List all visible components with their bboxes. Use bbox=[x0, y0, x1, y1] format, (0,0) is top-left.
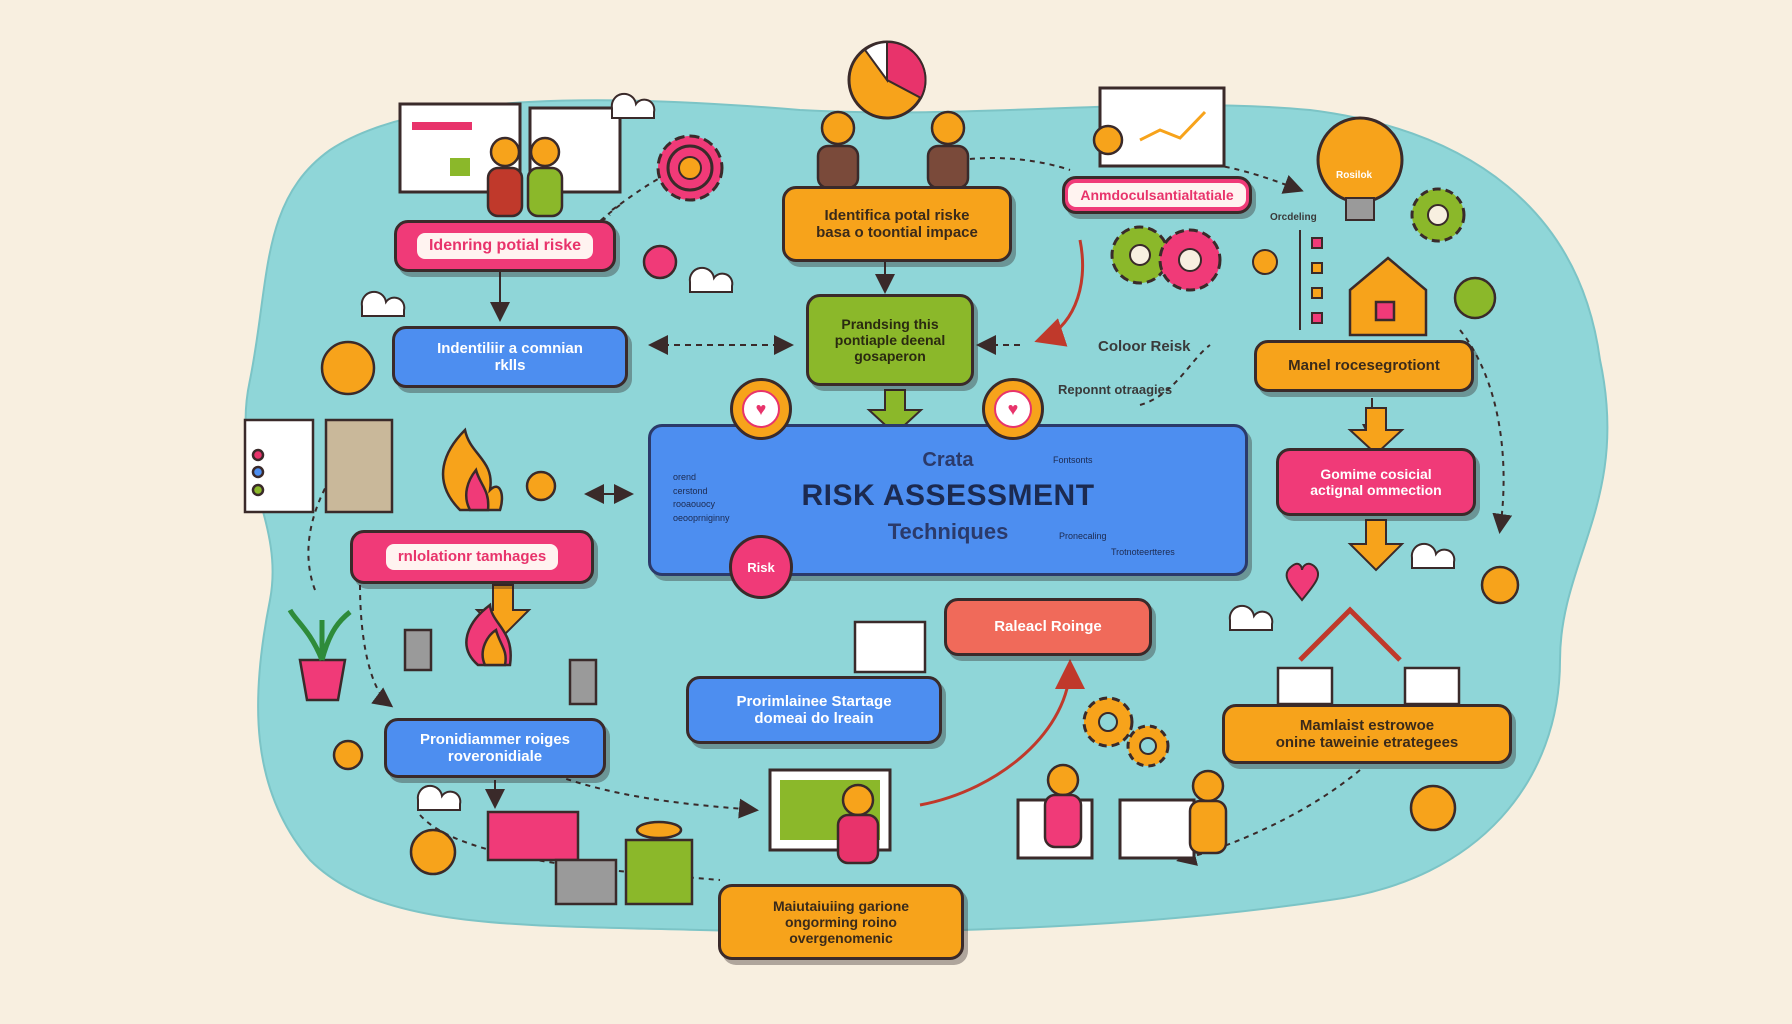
gear-icon bbox=[656, 134, 724, 202]
target-icon bbox=[320, 340, 376, 396]
node-label-line1: Prorimlainee Startage bbox=[736, 692, 892, 710]
heart-icon bbox=[1285, 562, 1320, 602]
warning-icon bbox=[332, 739, 364, 771]
mini-chart-icon bbox=[1252, 230, 1323, 330]
node-identifying-potential-risks[interactable]: Idenring potial riske bbox=[394, 220, 616, 272]
cloud-icon bbox=[360, 92, 1456, 811]
coins-icon bbox=[403, 628, 694, 906]
node-label-line3: overgenomenic bbox=[789, 930, 893, 947]
heart-icon: ♥ bbox=[994, 390, 1032, 428]
center-line1: Crata bbox=[922, 449, 974, 471]
heart-badge-icon bbox=[642, 244, 678, 280]
node-relational-techniques[interactable]: rnlolationr tamhages bbox=[350, 530, 594, 584]
center-risk-assessment-box[interactable]: Crata RISK ASSESSMENT Techniques orend c… bbox=[648, 424, 1248, 599]
node-label-line2: actignal ommection bbox=[1310, 482, 1442, 498]
node-combine-controls[interactable]: Gomime cosicial actignal ommection bbox=[1276, 448, 1476, 516]
node-label: Raleacl Roinge bbox=[994, 618, 1102, 636]
node-label: Anmdoculsantialtatiale bbox=[1068, 182, 1246, 208]
heart-icon: ♥ bbox=[742, 390, 780, 428]
center-subtitle: Techniques bbox=[887, 519, 1009, 544]
node-management-reassignment[interactable]: Manel rocesegrotiont bbox=[1254, 340, 1474, 392]
node-label: Manel rocesegrotiont bbox=[1288, 357, 1440, 375]
plant-icon bbox=[287, 608, 352, 702]
node-label-line2: rklls bbox=[494, 357, 526, 374]
gear-icon bbox=[1082, 696, 1134, 748]
heart-badge-left: ♥ bbox=[730, 378, 792, 440]
label-report-strategies: Reponnt otraagies bbox=[1058, 382, 1173, 397]
node-prioritizing[interactable]: Prandsing this pontiaple deenal gosapero… bbox=[806, 294, 974, 386]
label-colour-risk: Coloor Reisk bbox=[1098, 338, 1191, 355]
red-connectors bbox=[919, 239, 1085, 807]
node-monitoring[interactable]: Maiutaiuiing garione ongorming roino ove… bbox=[718, 884, 964, 960]
node-label: rnlolationr tamhages bbox=[385, 544, 559, 570]
monitor-icon bbox=[1098, 86, 1226, 168]
node-label-line1: Pronidiammer roiges bbox=[419, 730, 571, 748]
house-icon bbox=[1298, 256, 1428, 662]
document-icon bbox=[243, 418, 1461, 862]
center-side-text-top: Fontsonts bbox=[1053, 455, 1093, 465]
center-title: RISK ASSESSMENT bbox=[801, 479, 1095, 512]
center-side-text-bottom2: Trotnoteertteres bbox=[1111, 547, 1175, 557]
node-label-line2: roveronidiale bbox=[447, 748, 543, 765]
heart-badge-right: ♥ bbox=[982, 378, 1044, 440]
node-label-line1: Prandsing this bbox=[841, 315, 939, 332]
node-label-line1: Gomime cosicial bbox=[1320, 465, 1432, 482]
lightbulb-icon bbox=[1316, 116, 1404, 221]
node-label-line2: domeai do lreain bbox=[754, 710, 874, 727]
check-icon bbox=[1480, 565, 1520, 605]
node-identify-common-risks[interactable]: Indentiliir a comnian rklls bbox=[392, 326, 628, 388]
node-label-line3: gosaperon bbox=[854, 348, 926, 365]
center-side-text: orend cerstond rooaouocy oeooprniginny bbox=[673, 472, 730, 523]
risk-badge: Risk bbox=[729, 535, 793, 599]
node-label-line1: Indentiliir a comnian bbox=[437, 339, 583, 357]
node-label-line2: basa o toontial impace bbox=[816, 224, 978, 241]
node-prioritize-risks[interactable]: Pronidiammer roiges roveronidiale bbox=[384, 718, 606, 778]
leaf-icon bbox=[1453, 276, 1497, 320]
label-bulb: Rosilok bbox=[1336, 170, 1373, 181]
fire-icon bbox=[441, 427, 512, 667]
refresh-icon bbox=[409, 828, 457, 876]
flow-arrows bbox=[474, 389, 1405, 638]
node-label-line2: ongorming roino bbox=[785, 913, 897, 930]
node-label-line2: pontiaple deenal bbox=[834, 331, 946, 348]
node-maintain-strategies[interactable]: Mamlaist estrowoe onine taweinie etrateg… bbox=[1222, 704, 1512, 764]
target-icon bbox=[1409, 784, 1457, 832]
node-prioritize-strategies[interactable]: Prorimlainee Startage domeai do lreain bbox=[686, 676, 942, 744]
pie-chart-icon bbox=[847, 40, 927, 120]
node-annual-consultations[interactable]: Anmdoculsantialtatiale bbox=[1062, 176, 1252, 214]
gear-icon bbox=[1126, 724, 1170, 768]
node-release-ratings[interactable]: Raleacl Roinge bbox=[944, 598, 1152, 656]
node-identify-potential-risks-top[interactable]: Identifica potal riske basa o toontial i… bbox=[782, 186, 1012, 262]
center-side-text-bottom: Pronecaling bbox=[1059, 531, 1107, 541]
node-label: Idenring potial riske bbox=[416, 232, 594, 260]
gear-icon bbox=[1158, 228, 1222, 292]
node-label-line2: onine taweinie etrategees bbox=[1275, 734, 1459, 751]
label-ordering: Orcdeling bbox=[1270, 212, 1317, 223]
node-label-line1: Maiutaiuiing garione bbox=[772, 897, 910, 914]
gear-icon bbox=[1110, 225, 1170, 285]
node-label-line1: Mamlaist estrowoe bbox=[1299, 716, 1435, 734]
node-label-line1: Identifica potal riske bbox=[824, 206, 970, 224]
gear-icon bbox=[1410, 187, 1466, 243]
